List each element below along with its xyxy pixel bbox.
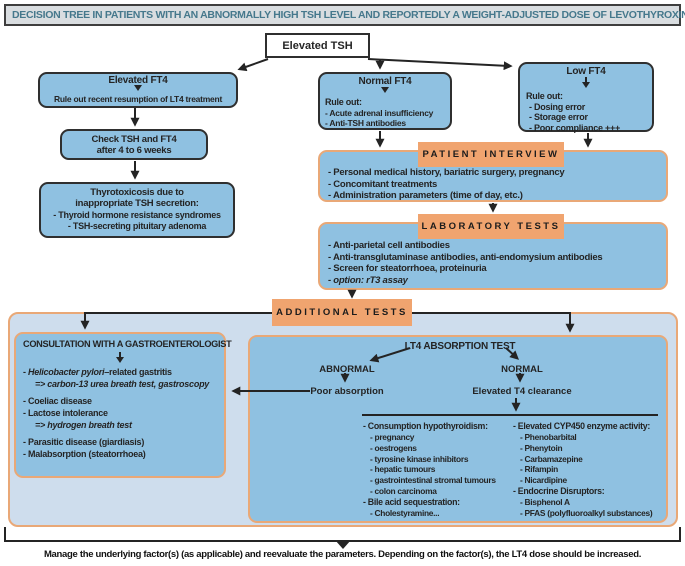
normal-ft4-ruleout: Rule out: xyxy=(325,97,362,107)
gastro-consultation-box: CONSULTATION WITH A GASTROENTEROLOGIST -… xyxy=(14,332,232,478)
check-line2: after 4 to 6 weeks xyxy=(96,145,172,156)
group-item: - gastrointestinal stromal tumours xyxy=(370,475,496,486)
lt4-absorption-box: LT4 ABSORPTION TEST ABNORMAL NORMAL Poor… xyxy=(248,335,668,523)
gastro-header: CONSULTATION WITH A GASTROENTEROLOGIST xyxy=(23,339,232,349)
normal-label: NORMAL xyxy=(501,364,543,375)
low-ft4-item: - Storage error xyxy=(529,112,588,122)
group-item: - colon carcinoma xyxy=(370,485,437,496)
lab-item-option: - option: rT3 assay xyxy=(328,274,408,286)
group-title: - Consumption hypothyroidism: xyxy=(363,421,488,431)
group-title: - Endocrine Disruptors: xyxy=(513,485,605,496)
gastro-item-malabsorption: - Malabsorption (steatorrhoea) xyxy=(23,449,146,459)
group-title: - Bile acid sequestration: xyxy=(363,496,460,507)
cyp450-column: - Elevated CYP450 enzyme activity: - Phe… xyxy=(513,421,669,519)
gastro-item-hpylori-italic: Helicobacter pylori xyxy=(28,367,105,377)
gastro-item-coeliac: - Coeliac disease xyxy=(23,396,92,406)
arrow-tsh-to-elevated-ft4 xyxy=(237,58,269,72)
node-elevated-ft4-title: Elevated FT4 xyxy=(108,75,168,86)
gastro-item-lactose: - Lactose intolerance xyxy=(23,408,108,418)
consumption-column: - Consumption hypothyroidism: - pregnanc… xyxy=(363,421,515,519)
patient-interview-item: - Concomitant treatments xyxy=(328,178,438,190)
group-item: - Bisphenol A xyxy=(520,496,570,507)
thyro-item: - Thyroid hormone resistance syndromes xyxy=(53,210,221,220)
node-low-ft4-title: Low FT4 xyxy=(566,66,606,77)
node-elevated-tsh-label: Elevated TSH xyxy=(282,39,353,52)
arrow-tsh-to-low-ft4 xyxy=(367,58,513,71)
abnormal-label: ABNORMAL xyxy=(319,364,375,375)
lab-item: - Screen for steatorrhoea, proteinuria xyxy=(328,263,487,274)
figure-title: DECISION TREE IN PATIENTS WITH AN ABNORM… xyxy=(4,4,685,26)
node-elevated-tsh: Elevated TSH xyxy=(265,33,370,58)
lab-item: - Anti-transglutaminase antibodies, anti… xyxy=(328,251,603,263)
group-item: - PFAS (polyfluoroalkyl substances) xyxy=(520,507,653,518)
bracket-down-triangle-icon xyxy=(335,540,351,549)
gastro-note-hydrogen: => hydrogen breath test xyxy=(35,420,132,430)
gastro-item-hpylori: - Helicobacter pylori–related gastritis xyxy=(23,366,217,378)
gastro-item-parasitic: - Parasitic disease (giardiasis) xyxy=(23,437,145,447)
patient-interview-item: - Personal medical history, bariatric su… xyxy=(328,167,565,178)
patient-interview-box: - Personal medical history, bariatric su… xyxy=(318,150,668,202)
thyro-title-1: Thyrotoxicosis due to xyxy=(90,187,184,198)
down-triangle-icon xyxy=(381,87,389,97)
elevated-t4-clearance-label: Elevated T4 clearance xyxy=(472,386,572,397)
node-normal-ft4-title: Normal FT4 xyxy=(358,76,412,87)
low-ft4-item: - Poor compliance +++ xyxy=(529,122,621,133)
group-item: - pregnancy xyxy=(370,432,415,442)
node-elevated-ft4-body: Rule out recent resumption of LT4 treatm… xyxy=(53,94,223,104)
group-item: - Rifampin xyxy=(520,464,558,475)
thyro-title-2: inappropriate TSH secretion: xyxy=(75,198,199,209)
node-normal-ft4: Normal FT4 Rule out: - Acute adrenal ins… xyxy=(318,72,452,130)
patient-interview-item: - Administration parameters (time of day… xyxy=(328,190,523,201)
node-thyrotoxicosis: Thyrotoxicosis due to inappropriate TSH … xyxy=(39,182,235,238)
node-low-ft4: Low FT4 Rule out: - Dosing error - Stora… xyxy=(518,62,654,133)
group-item: - Phenytoin xyxy=(520,442,563,453)
group-item: - Cholestyramine... xyxy=(370,507,440,518)
down-arrow-icon xyxy=(116,352,124,363)
group-item: - hepatic tumours xyxy=(370,464,436,475)
lt4-absorption-header: LT4 ABSORPTION TEST xyxy=(404,341,516,352)
check-line1: Check TSH and FT4 xyxy=(91,134,177,145)
gastro-item-hpylori-rest: –related gastritis xyxy=(104,367,172,377)
additional-tests-tab: ADDITIONAL TESTS xyxy=(272,299,412,326)
bottom-bracket xyxy=(4,527,681,542)
group-item: - oestrogens xyxy=(370,442,417,453)
group-item: - tyrosine kinase inhibitors xyxy=(370,453,469,464)
group-item: - Nicardipine xyxy=(520,475,567,486)
normal-ft4-item: - Anti-TSH antibodies xyxy=(325,118,406,128)
down-arrow-icon xyxy=(582,77,590,88)
lab-item: - Anti-parietal cell antibodies xyxy=(328,240,450,251)
laboratory-tests-tab: LABORATORY TESTS xyxy=(418,214,564,239)
bullet: - xyxy=(23,367,28,377)
poor-absorption-label: Poor absorption xyxy=(310,386,384,397)
low-ft4-ruleout: Rule out: xyxy=(526,91,563,101)
patient-interview-tab: PATIENT INTERVIEW xyxy=(418,142,564,167)
group-item: - Phenobarbital xyxy=(520,432,577,442)
low-ft4-item: - Dosing error xyxy=(529,101,586,112)
group-item: - Carbamazepine xyxy=(520,453,583,464)
group-title: - Elevated CYP450 enzyme activity: xyxy=(513,421,650,431)
footer-instruction: Manage the underlying factor(s) (as appl… xyxy=(43,549,642,560)
node-check-tsh-ft4: Check TSH and FT4 after 4 to 6 weeks xyxy=(60,129,208,160)
node-elevated-ft4: Elevated FT4 Rule out recent resumption … xyxy=(38,72,238,108)
gastro-note-breath-test: => carbon-13 urea breath test, gastrosco… xyxy=(35,379,210,389)
normal-ft4-item: - Acute adrenal insufficiency xyxy=(325,107,434,118)
thyro-item: - TSH-secreting pituitary adenoma xyxy=(67,220,207,231)
down-triangle-icon xyxy=(134,85,142,95)
